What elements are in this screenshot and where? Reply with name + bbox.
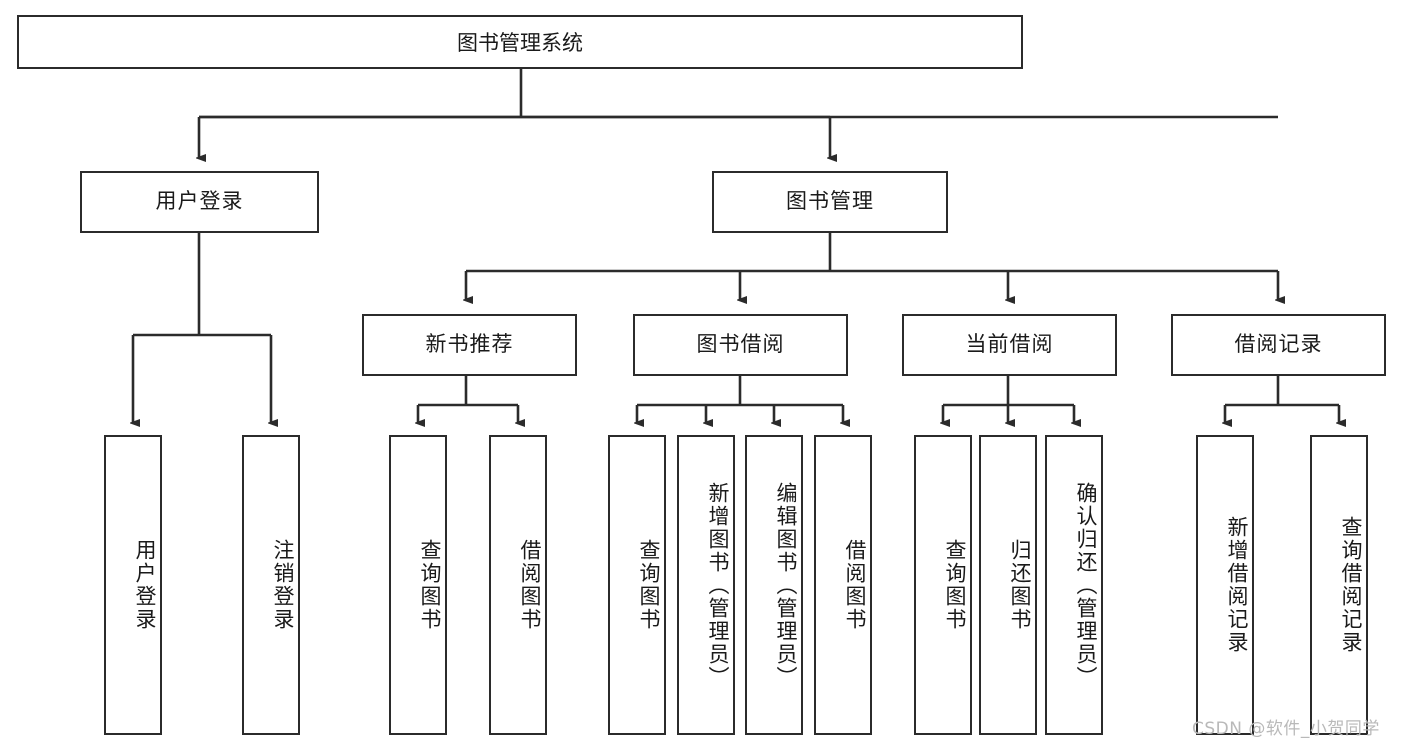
node-label: 当前借阅: [965, 332, 1054, 357]
leaf-borrow-query-book[interactable]: 查询图书: [608, 435, 666, 735]
node-label: 借阅图书: [843, 539, 867, 631]
node-current-borrow[interactable]: 当前借阅: [902, 314, 1117, 376]
node-label: 确认归还（管理员）: [1074, 481, 1098, 689]
leaf-borrow-borrow-book[interactable]: 借阅图书: [814, 435, 872, 735]
node-borrow-record[interactable]: 借阅记录: [1171, 314, 1386, 376]
watermark: CSDN @软件_小贺同学: [1192, 719, 1380, 739]
node-label: 查询图书: [943, 539, 967, 631]
node-book-management[interactable]: 图书管理: [712, 171, 948, 233]
node-label: 注销登录: [271, 539, 295, 631]
node-label: 图书管理系统: [457, 31, 583, 55]
node-new-book-recommend[interactable]: 新书推荐: [362, 314, 577, 376]
node-label: 新增借阅记录: [1225, 516, 1249, 654]
leaf-current-query-book[interactable]: 查询图书: [914, 435, 972, 735]
node-label: 用户登录: [155, 189, 244, 214]
leaf-record-add[interactable]: 新增借阅记录: [1196, 435, 1254, 735]
node-label: 编辑图书（管理员）: [774, 481, 798, 689]
node-label: 新书推荐: [425, 332, 514, 357]
node-user-login[interactable]: 用户登录: [80, 171, 319, 233]
leaf-current-confirm-return[interactable]: 确认归还（管理员）: [1045, 435, 1103, 735]
node-book-borrow[interactable]: 图书借阅: [633, 314, 848, 376]
node-label: 查询借阅记录: [1339, 516, 1363, 654]
node-root-system[interactable]: 图书管理系统: [17, 15, 1023, 69]
leaf-user-login-logout[interactable]: 注销登录: [242, 435, 300, 735]
node-label: 用户登录: [133, 539, 157, 631]
node-label: 借阅记录: [1234, 332, 1323, 357]
leaf-record-query[interactable]: 查询借阅记录: [1310, 435, 1368, 735]
leaf-new-book-query[interactable]: 查询图书: [389, 435, 447, 735]
leaf-borrow-edit-book[interactable]: 编辑图书（管理员）: [745, 435, 803, 735]
node-label: 查询图书: [637, 539, 661, 631]
node-label: 查询图书: [418, 539, 442, 631]
node-label: 归还图书: [1008, 539, 1032, 631]
leaf-current-return-book[interactable]: 归还图书: [979, 435, 1037, 735]
node-label: 借阅图书: [518, 539, 542, 631]
leaf-borrow-add-book[interactable]: 新增图书（管理员）: [677, 435, 735, 735]
node-label: 图书借阅: [696, 332, 785, 357]
leaf-new-book-borrow[interactable]: 借阅图书: [489, 435, 547, 735]
leaf-user-login-login[interactable]: 用户登录: [104, 435, 162, 735]
node-label: 图书管理: [786, 189, 874, 214]
node-label: 新增图书（管理员）: [706, 481, 730, 689]
